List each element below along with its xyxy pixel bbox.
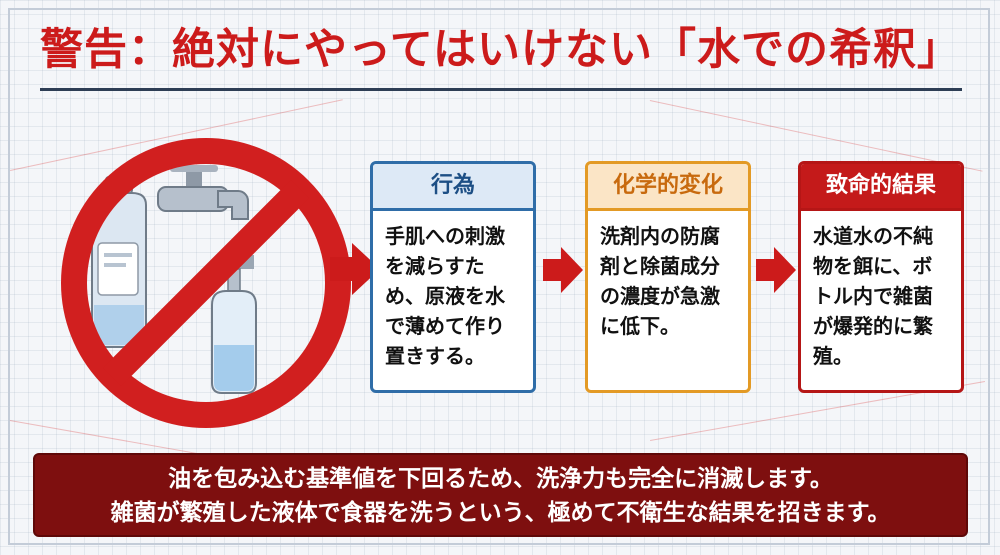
step-text: 洗剤内の防腐剤と除菌成分の濃度が急激に低下。 — [600, 224, 720, 338]
step-heading: 致命的結果 — [801, 164, 961, 211]
background-frame — [8, 8, 990, 545]
water-faucet-icon — [157, 165, 249, 247]
step-box-chemical-change: 化学的変化 洗剤内の防腐剤と除菌成分の濃度が急激に低下。 — [585, 161, 751, 393]
step-text: 水道水の不純物を餌に、ボトル内で雑菌が爆発的に繁殖。 — [813, 224, 933, 368]
arrow-right-icon — [756, 247, 796, 293]
step-box-action: 行為 手肌への刺激を減らすため、原液を水で薄めて作り置きする。 — [370, 161, 536, 393]
footer-line-2: 雑菌が繁殖した液体で食器を洗うという、極めて不衛生な結果を招きます。 — [110, 500, 891, 526]
prohibition-sign-icon — [61, 138, 351, 428]
step-heading: 行為 — [373, 164, 533, 211]
page-title: 警告：絶対にやってはいけない「水での希釈」 — [40, 25, 961, 75]
step-heading: 化学的変化 — [588, 164, 748, 211]
arrow-right-icon — [330, 243, 380, 295]
footer-warning-banner: 油を包み込む基準値を下回るため、洗浄力も完全に消滅します。 雑菌が繁殖した液体で… — [33, 453, 968, 537]
pump-bottle-icon — [211, 255, 257, 394]
footer-line-1: 油を包み込む基準値を下回るため、洗浄力も完全に消滅します。 — [168, 466, 833, 492]
step-box-fatal-result: 致命的結果 水道水の不純物を餌に、ボトル内で雑菌が爆発的に繁殖。 — [798, 161, 964, 393]
arrow-right-icon — [543, 247, 583, 293]
step-text: 手肌への刺激を減らすため、原液を水で薄めて作り置きする。 — [385, 224, 505, 368]
title-underline — [40, 88, 962, 91]
